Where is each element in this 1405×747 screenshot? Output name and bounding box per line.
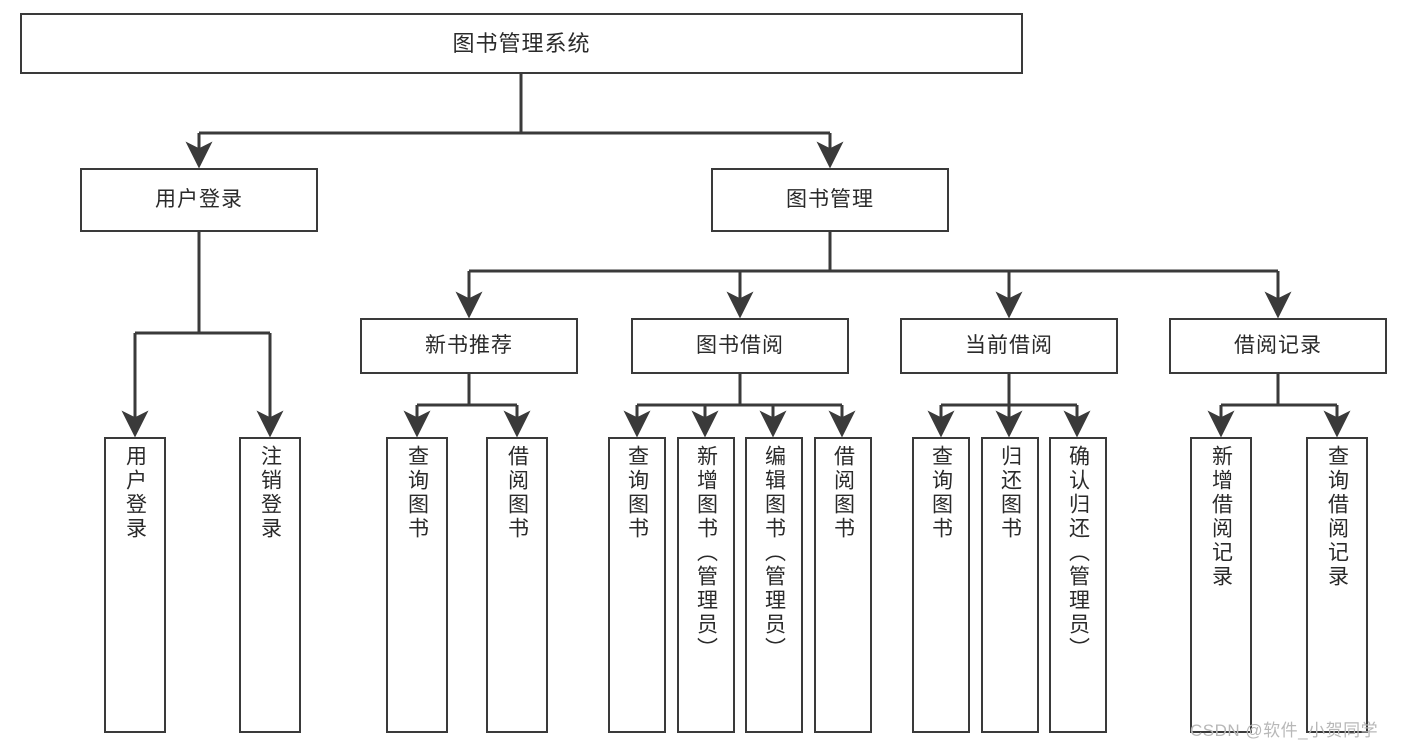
node-user-login-label: 用户登录: [155, 187, 243, 211]
node-leaf-add-record[interactable]: 新增借阅记录: [1190, 437, 1252, 733]
node-leaf-return-book[interactable]: 归还图书: [981, 437, 1039, 733]
node-root-label: 图书管理系统: [452, 30, 591, 56]
node-leaf-query-book-a-label: 查询图书: [405, 445, 429, 541]
node-current-borrow-label: 当前借阅: [965, 333, 1053, 357]
node-leaf-query-record-label: 查询借阅记录: [1325, 445, 1349, 589]
node-leaf-return-book-label: 归还图书: [998, 445, 1022, 541]
csdn-watermark: CSDN @软件_小贺同学: [1190, 721, 1379, 740]
node-leaf-borrow-book-b[interactable]: 借阅图书: [814, 437, 872, 733]
node-leaf-add-record-label: 新增借阅记录: [1209, 445, 1233, 589]
node-borrow-record-label: 借阅记录: [1234, 333, 1322, 357]
node-leaf-logout[interactable]: 注销登录: [239, 437, 301, 733]
node-user-login[interactable]: 用户登录: [80, 168, 318, 232]
node-book-manage-label: 图书管理: [786, 187, 874, 211]
node-leaf-query-book-b[interactable]: 查询图书: [608, 437, 666, 733]
node-leaf-user-login-label: 用户登录: [123, 445, 147, 541]
node-leaf-add-book-label: 新增图书（管理员）: [694, 445, 718, 661]
node-borrow-record[interactable]: 借阅记录: [1169, 318, 1387, 374]
node-leaf-query-record[interactable]: 查询借阅记录: [1306, 437, 1368, 733]
node-new-book-rec[interactable]: 新书推荐: [360, 318, 578, 374]
node-leaf-confirm-return-label: 确认归还（管理员）: [1066, 445, 1090, 661]
node-current-borrow[interactable]: 当前借阅: [900, 318, 1118, 374]
node-leaf-query-book-a[interactable]: 查询图书: [386, 437, 448, 733]
node-root[interactable]: 图书管理系统: [20, 13, 1023, 74]
node-leaf-borrow-book-a-label: 借阅图书: [505, 445, 529, 541]
node-leaf-add-book[interactable]: 新增图书（管理员）: [677, 437, 735, 733]
node-leaf-logout-label: 注销登录: [258, 445, 282, 541]
node-leaf-edit-book-label: 编辑图书（管理员）: [762, 445, 786, 661]
node-leaf-borrow-book-b-label: 借阅图书: [831, 445, 855, 541]
node-leaf-borrow-book-a[interactable]: 借阅图书: [486, 437, 548, 733]
node-book-borrow-label: 图书借阅: [696, 333, 784, 357]
node-book-borrow[interactable]: 图书借阅: [631, 318, 849, 374]
node-leaf-edit-book[interactable]: 编辑图书（管理员）: [745, 437, 803, 733]
node-leaf-query-book-b-label: 查询图书: [625, 445, 649, 541]
node-leaf-query-book-c[interactable]: 查询图书: [912, 437, 970, 733]
node-leaf-confirm-return[interactable]: 确认归还（管理员）: [1049, 437, 1107, 733]
node-leaf-query-book-c-label: 查询图书: [929, 445, 953, 541]
node-new-book-rec-label: 新书推荐: [425, 333, 513, 357]
node-leaf-user-login[interactable]: 用户登录: [104, 437, 166, 733]
node-book-manage[interactable]: 图书管理: [711, 168, 949, 232]
